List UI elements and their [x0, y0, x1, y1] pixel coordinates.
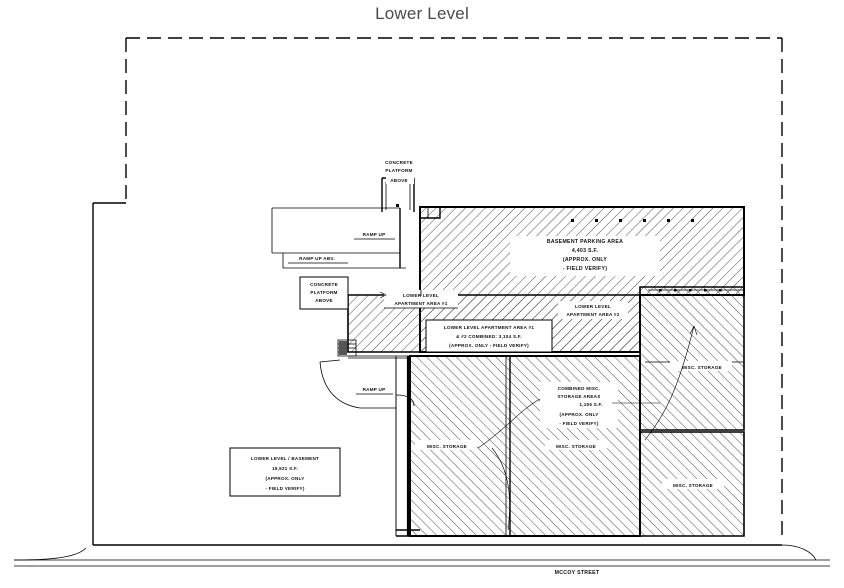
concrete-platform-top-line3b: ABOVE [390, 178, 408, 183]
lower-misc-storage-block: COMBINED MISC. STORAGE AREAS 1,155 S.F. … [395, 355, 660, 537]
misc-storage-label-left: MISC. STORAGE [427, 444, 467, 449]
apartment1-line2: APARTMENT AREA #1 [394, 301, 447, 306]
street-label: MCCOY STREET [555, 570, 600, 576]
combined-storage-line3: 1,155 S.F. [579, 402, 602, 407]
combined-storage-line1: COMBINED MISC. [558, 386, 601, 391]
ramp-up-lower-label: RAMP UP [363, 387, 386, 392]
apartment2-line1: LOWER LEVEL [575, 304, 611, 309]
legend-line3: (APPROX. ONLY [265, 476, 304, 481]
site-boundary [92, 37, 783, 546]
combined-storage-line5: - FIELD VERIFY) [559, 421, 598, 426]
ramp-up-top-label: RAMP UP [363, 232, 386, 237]
apartments-combined-line3: (APPROX. ONLY - FIELD VERIFY) [449, 343, 529, 348]
misc-storage-label-center: MISC. STORAGE [556, 444, 596, 449]
lower-level-basement-legend: LOWER LEVEL / BASEMENT 19,921 S.F. (APPR… [229, 447, 341, 497]
combined-storage-line4: (APPROX. ONLY [559, 412, 598, 417]
misc-storage-label-right-upper: MISC. STORAGE [682, 365, 722, 370]
ramp-up-abv-label: RAMP UP ABV. [299, 256, 335, 261]
concrete-platform-left-line1: CONCRETE [310, 282, 338, 287]
lower-right-wing: MISC. STORAGE [639, 431, 745, 537]
concrete-platform-left-line3: ABOVE [315, 298, 333, 303]
basement-parking-line1: BASEMENT PARKING AREA [547, 239, 623, 245]
ramp-and-platform-region: RAMP UP RAMP UP ABV. CONCRETE PLATFORM A… [271, 160, 441, 537]
street-boundary [13, 544, 830, 567]
basement-parking-line3: (APPROX. ONLY [563, 257, 608, 263]
concrete-platform-top-line1: CONCRETE [385, 160, 413, 165]
legend-line4: - FIELD VERIFY) [265, 486, 304, 491]
concrete-platform-left-line2: PLATFORM [310, 290, 337, 295]
basement-parking-line2: 4,403 S.F. [572, 248, 599, 254]
combined-storage-line2: STORAGE AREAS [557, 394, 600, 399]
legend-line1: LOWER LEVEL / BASEMENT [251, 456, 319, 461]
misc-storage-label-right-lower: MISC. STORAGE [673, 483, 713, 488]
apartments-combined-line1: LOWER LEVEL APARTMENT AREA #1 [444, 325, 534, 330]
lower-level-apartment-band: LOWER LEVEL APARTMENT AREA #1 LOWER LEVE… [347, 290, 641, 353]
apartment2-line2: APARTMENT AREA #2 [566, 312, 619, 317]
page-title: Lower Level [375, 4, 469, 23]
apartments-combined-line2: & #2 COMBINED: 3,104 S.F. [456, 334, 522, 339]
legend-line2: 19,921 S.F. [272, 466, 298, 471]
basement-parking-line4: - FIELD VERIFY) [563, 266, 608, 272]
concrete-platform-top-line2: PLATFORM [385, 168, 412, 173]
upper-right-wing: MISC. STORAGE [639, 286, 745, 441]
